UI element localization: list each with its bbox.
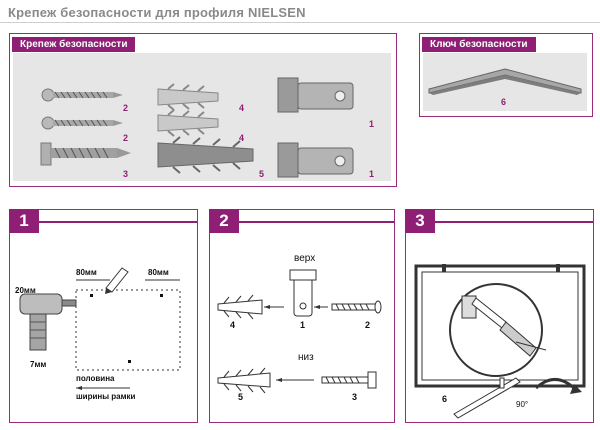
- fasteners-panel-body: 2 2 3 4 4 5 1 1: [13, 53, 391, 181]
- screw-icon: [41, 88, 123, 102]
- step-1-header-line: [39, 221, 197, 223]
- label-angle: 90°: [516, 400, 529, 409]
- label-key: 6: [501, 97, 507, 107]
- bracket-icon: [277, 77, 354, 113]
- label-screw-1: 2: [123, 103, 129, 113]
- drill-icon: [19, 293, 77, 351]
- screw-icon: [41, 116, 123, 130]
- security-key-icon: [428, 68, 582, 95]
- step-3-badge: 3: [405, 209, 435, 233]
- key-panel-title: Ключ безопасности: [422, 37, 536, 52]
- dowel-icon: [217, 294, 263, 320]
- fasteners-panel-title: Крепеж безопасности: [12, 37, 136, 52]
- dim-top-left: 80мм: [76, 268, 97, 277]
- dim-left-top: 20мм: [15, 286, 36, 295]
- pencil-icon: [105, 267, 129, 294]
- label-screw-2: 2: [123, 133, 129, 143]
- bolt-icon: [40, 142, 131, 166]
- dowel-icon: [157, 83, 219, 111]
- fasteners-panel: Крепеж безопасности: [9, 33, 397, 187]
- label-dowel-2: 4: [239, 133, 245, 143]
- bolt-icon: [321, 371, 377, 389]
- step-1-panel: 1 80мм 80мм 20мм 7мм половина ширины рам…: [9, 209, 198, 423]
- dowel-icon: [157, 109, 219, 137]
- key-panel: Ключ безопасности 6: [419, 33, 593, 117]
- word-top: верх: [294, 253, 316, 264]
- label-dowel-3: 5: [259, 169, 265, 179]
- detail-magnifier: [449, 283, 547, 377]
- step-2-drawing: [217, 269, 382, 394]
- label-2-screw: 2: [365, 320, 371, 330]
- step-1-badge: 1: [9, 209, 39, 233]
- step-2-panel: 2 верх: [209, 209, 395, 423]
- step-3-header-line: [435, 221, 593, 223]
- label-2-dowel: 4: [230, 320, 236, 330]
- step-2-badge: 2: [209, 209, 239, 233]
- dowel-icon: [217, 367, 271, 394]
- label-2-bracket: 1: [300, 320, 306, 330]
- label-bracket-1: 1: [369, 119, 375, 129]
- title-divider: [0, 22, 600, 23]
- label-2-bolt: 3: [352, 392, 358, 402]
- word-bottom: низ: [298, 352, 314, 363]
- note-line-1: половина: [76, 374, 115, 383]
- step-1-drawing: [19, 267, 181, 390]
- label-3-key: 6: [442, 394, 448, 404]
- page-title: Крепеж безопасности для профиля NIELSEN: [8, 5, 306, 20]
- step-3-panel: 3 6 90°: [405, 209, 594, 423]
- label-screw-3: 3: [123, 169, 129, 179]
- label-2-dowel-large: 5: [238, 392, 244, 402]
- bracket-icon: [289, 269, 317, 317]
- dowel-large-icon: [157, 136, 254, 174]
- dim-top-right: 80мм: [148, 268, 169, 277]
- step-3-drawing: [414, 264, 586, 419]
- label-dowel-1: 4: [239, 103, 245, 113]
- bracket-icon: [277, 142, 354, 178]
- note-line-2: ширины рамки: [76, 392, 136, 401]
- screw-icon: [331, 300, 382, 314]
- dim-left-bottom: 7мм: [30, 360, 47, 369]
- security-key-icon: [453, 377, 521, 419]
- step-2-header-line: [239, 221, 394, 223]
- fasteners-illustration: [40, 77, 354, 178]
- label-bracket-2: 1: [369, 169, 375, 179]
- key-panel-body: 6: [423, 53, 587, 111]
